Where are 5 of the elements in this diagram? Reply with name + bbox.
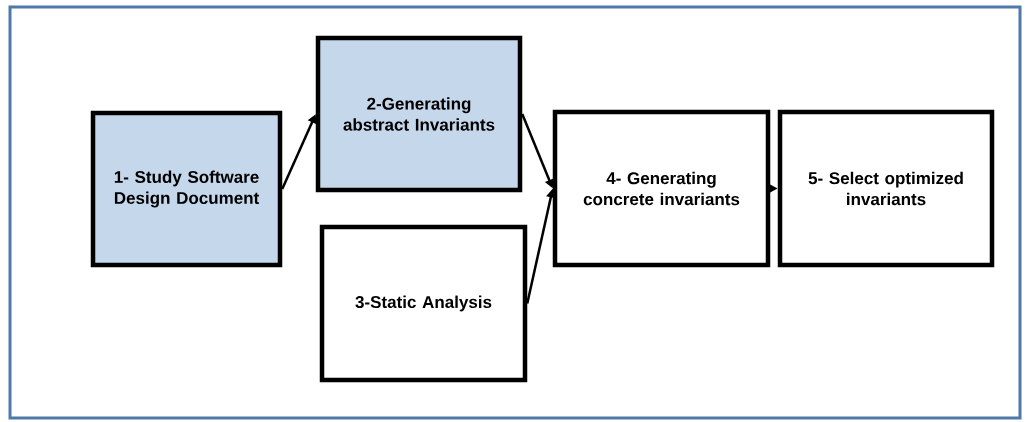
process-box: 4- Generating concrete invariants	[552, 109, 771, 268]
process-box: 5- Select optimized invariants	[777, 109, 995, 268]
process-box: 2-Generating abstract Invariants	[315, 35, 523, 193]
process-box: 3-Static Analysis	[319, 224, 528, 383]
process-box: 1- Study Software Design Document	[90, 110, 283, 268]
